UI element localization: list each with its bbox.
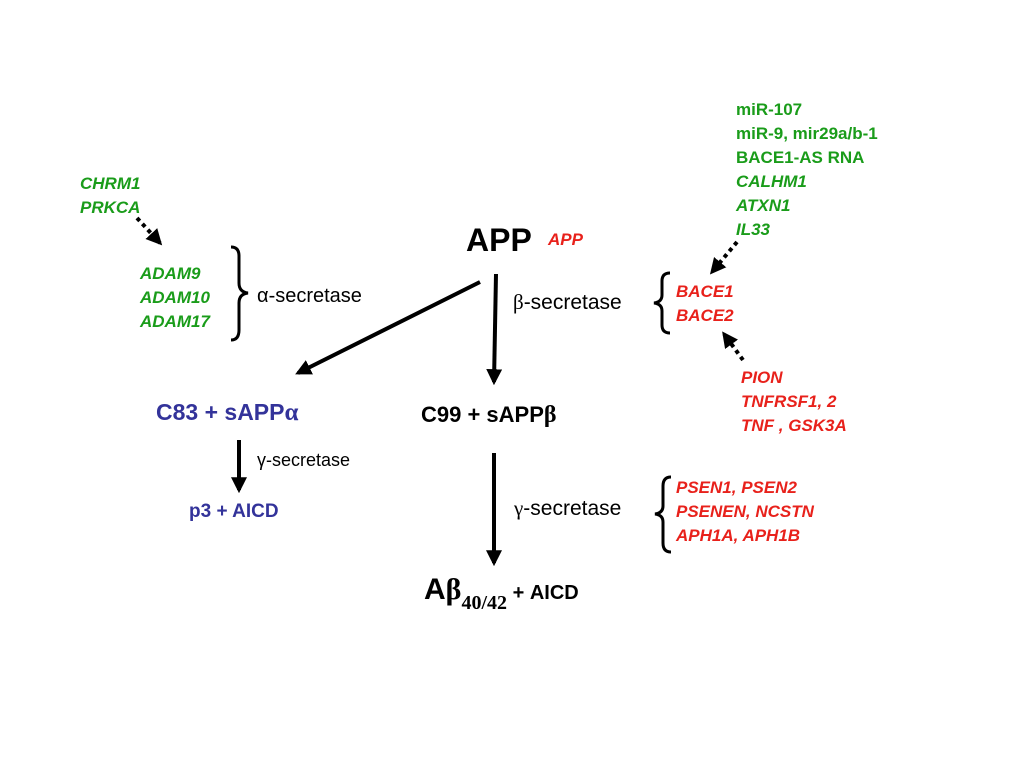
beta-greek: β <box>513 290 524 314</box>
regulator-mir9: miR-9, mir29a/b-1 <box>736 124 878 143</box>
brace-beta <box>653 271 671 335</box>
regulator-atxn1: ATXN1 <box>736 196 791 215</box>
gene-bace1: BACE1 <box>676 282 734 301</box>
abeta-product: Aβ40/42 + AICD <box>424 573 579 614</box>
regulator-pion: PION <box>741 368 783 387</box>
c99-product: C99 + sAPPβ <box>421 403 557 427</box>
c99-product-text: C99 + sAPP <box>421 402 544 427</box>
gene-aph1: APH1A, APH1B <box>676 526 801 545</box>
app-gene: APP <box>548 230 583 249</box>
regulator-bace1as: BACE1-AS RNA <box>736 148 865 167</box>
gamma-secretase-label: γ-secretase <box>514 496 622 520</box>
alpha-regulators: CHRM1 PRKCA <box>80 172 140 220</box>
gene-psenen-ncstn: PSENEN, NCSTN <box>676 502 814 521</box>
arrow-app-to-c99 <box>486 273 503 386</box>
c99-greek: β <box>543 402 557 428</box>
alpha-secretase-label: α-secretase <box>257 285 362 307</box>
gene-adam9: ADAM9 <box>140 264 201 283</box>
brace-alpha <box>230 245 249 342</box>
c83-greek: α <box>284 399 299 426</box>
regulator-tnf-gsk3a: TNF , GSK3A <box>741 416 847 435</box>
alpha-genes: ADAM9 ADAM10 ADAM17 <box>140 262 210 334</box>
regulator-il33: IL33 <box>736 220 771 239</box>
beta-genes: BACE1 BACE2 <box>676 280 734 328</box>
gamma-genes: PSEN1, PSEN2 PSENEN, NCSTN APH1A, APH1B <box>676 476 814 548</box>
c83-product: C83 + sAPPα <box>156 400 298 425</box>
gene-adam10: ADAM10 <box>140 288 210 307</box>
beta-suffix: -secretase <box>523 291 622 314</box>
dotted-arrow-mir-to-bace <box>709 240 739 275</box>
abeta-greek: β <box>445 573 462 606</box>
p3-aicd-product: p3 + AICD <box>189 501 279 522</box>
gamma-suffix: -secretase <box>523 497 622 520</box>
app-label: APP <box>466 222 532 258</box>
gene-psen: PSEN1, PSEN2 <box>676 478 797 497</box>
regulator-prkca: PRKCA <box>80 198 141 217</box>
gamma-greek: γ <box>514 496 524 520</box>
regulator-chrm1: CHRM1 <box>80 174 141 193</box>
dotted-arrow-chrm1-prkca <box>135 216 163 246</box>
gene-adam17: ADAM17 <box>140 312 210 331</box>
regulator-tnfrsf: TNFRSF1, 2 <box>741 392 837 411</box>
c83-product-text: C83 + sAPP <box>156 399 285 425</box>
abeta-subscript: 40/42 <box>461 592 508 614</box>
abeta-suffix: + AICD <box>507 582 579 604</box>
arrow-app-to-c83 <box>295 280 481 375</box>
abeta-prefix: A <box>424 573 446 606</box>
brace-gamma <box>654 475 672 554</box>
beta-regulators-top: miR-107 miR-9, mir29a/b-1 BACE1-AS RNA C… <box>736 98 878 242</box>
alpha-gamma-secretase-label: γ-secretase <box>257 450 351 470</box>
regulator-mir107: miR-107 <box>736 100 803 119</box>
beta-regulators-bottom: PION TNFRSF1, 2 TNF , GSK3A <box>741 366 847 438</box>
gene-bace2: BACE2 <box>676 306 734 325</box>
beta-secretase-label: β-secretase <box>513 290 622 314</box>
dotted-arrow-pion-to-bace <box>722 331 745 362</box>
regulator-calhm1: CALHM1 <box>736 172 807 191</box>
